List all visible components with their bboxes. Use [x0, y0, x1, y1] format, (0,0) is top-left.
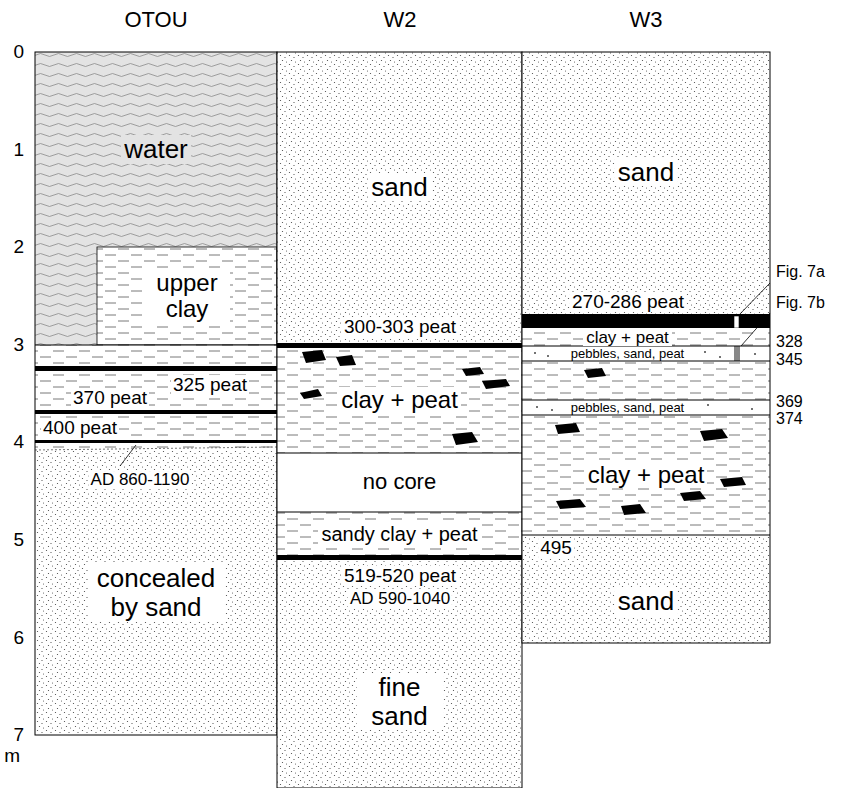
depth-label: 325 peat — [171, 375, 249, 395]
depth-label: 370 peat — [71, 388, 149, 408]
depth-label: Fig. 7b — [774, 295, 827, 312]
layer-label: clay + peat — [338, 387, 461, 413]
depth-label: 369 — [774, 394, 805, 411]
layer-label: sand — [615, 158, 677, 187]
axis-label: 7 — [11, 725, 26, 745]
depth-label: 270-286 peat — [570, 292, 686, 312]
axis-label: 5 — [11, 530, 26, 550]
depth-label: 300-303 peat — [342, 317, 458, 337]
depth-label: 400 peat — [41, 418, 119, 438]
column-heading: OTOU — [122, 8, 189, 31]
stratum-layer: water — [35, 52, 277, 247]
layer-label: pebbles, sand, peat — [568, 401, 687, 414]
stratum-layer: clay + peat — [522, 328, 733, 346]
stratum-layer: clay + peat — [277, 348, 522, 453]
stratum-layer: sandy clay + peat — [277, 512, 522, 555]
stratum-layer: sand — [522, 52, 770, 292]
stratum-layer: fine sand — [277, 615, 522, 788]
layer-label: water — [121, 135, 191, 164]
stratum-layer: sand — [277, 52, 522, 322]
depth-label: Fig. 7a — [774, 264, 827, 281]
axis-label: m — [2, 746, 22, 766]
stratum-layer: pebbles, sand, peat — [522, 400, 733, 415]
axis-label: 2 — [11, 237, 26, 257]
depth-label: 519-520 peat — [342, 566, 458, 586]
layer-label: upper clay — [144, 270, 230, 323]
axis-label: 1 — [11, 140, 26, 160]
layer-label: clay + peat — [585, 462, 708, 488]
axis-label: 4 — [11, 432, 26, 452]
stratum-layer: sand — [522, 560, 770, 643]
layer-label: clay + peat — [583, 329, 672, 346]
column-heading: W2 — [382, 8, 419, 31]
stratum-layer: pebbles, sand, peat — [522, 346, 733, 361]
stratum-layer: upper clay — [97, 247, 277, 345]
layer-label: no core — [360, 470, 439, 494]
axis-label: 0 — [11, 42, 26, 62]
stratum-layer: concealed by sand — [35, 450, 277, 735]
layer-label: fine sand — [357, 673, 443, 730]
axis-label: 6 — [11, 628, 26, 648]
stratum-layer: no core — [277, 453, 522, 512]
layer-label: sand — [615, 587, 677, 616]
layer-label: pebbles, sand, peat — [568, 347, 687, 360]
depth-label: 345 — [774, 352, 805, 369]
depth-label: AD 860-1190 — [89, 471, 192, 489]
stratum-layer: clay + peat — [522, 415, 770, 535]
depth-label: AD 590-1040 — [348, 590, 452, 608]
layer-label: sand — [368, 173, 430, 202]
axis-label: 3 — [11, 335, 26, 355]
depth-label: 495 — [538, 538, 574, 558]
layer-label: concealed by sand — [88, 564, 224, 621]
depth-label: 328 — [774, 334, 805, 351]
depth-label: 374 — [774, 411, 805, 428]
column-heading: W3 — [628, 8, 665, 31]
layer-label: sandy clay + peat — [318, 523, 480, 545]
